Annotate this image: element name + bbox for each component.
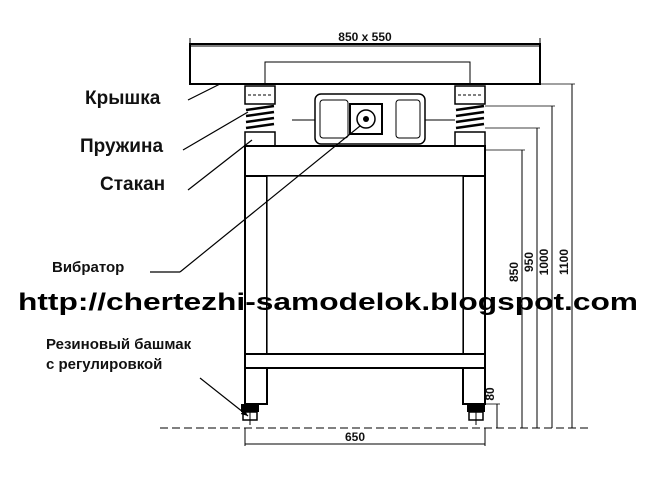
left-rubber-foot	[241, 404, 259, 425]
dimension-80: 80	[483, 387, 497, 401]
rubber-foot-label-line1: Резиновый башмак	[46, 336, 192, 353]
right-spring-assembly	[454, 85, 486, 147]
rubber-foot-label-line2: с регулировкой	[46, 356, 162, 373]
leader-lines	[150, 83, 361, 417]
bottom-width-label: 650	[345, 430, 365, 444]
dimension-1100: 1100	[557, 249, 571, 275]
dimension-1000: 1000	[537, 248, 551, 275]
right-rubber-foot	[467, 404, 485, 425]
vibrator-motor	[292, 93, 455, 145]
watermark-url: http://chertezhi-samodelok.blogspot.com	[18, 289, 638, 316]
dimension-850: 850	[507, 262, 521, 282]
lid-subframe	[245, 61, 488, 85]
bottom-dimension-line: 650	[244, 428, 486, 446]
dimension-950: 950	[522, 252, 536, 272]
table-frame	[244, 145, 486, 405]
vertical-dimensions: 850 950 1000 1100 80	[483, 83, 575, 428]
top-dimension-line: 850 x 550	[189, 30, 541, 47]
cup-label: Стакан	[100, 174, 165, 195]
lid-plate	[189, 43, 541, 85]
top-dimension-label: 850 x 550	[338, 30, 392, 44]
spring-label: Пружина	[80, 136, 163, 157]
lid-label: Крышка	[85, 88, 161, 109]
vibrator-label: Вибратор	[52, 259, 124, 276]
left-spring-assembly	[244, 85, 276, 147]
